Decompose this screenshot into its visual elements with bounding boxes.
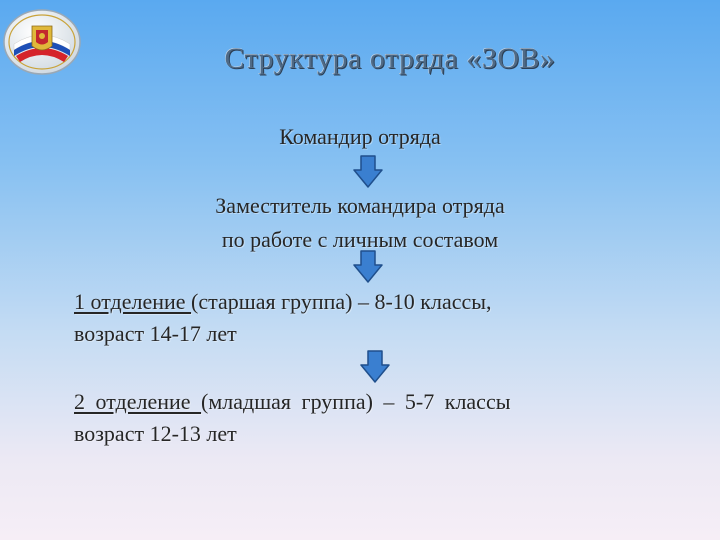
commander-label: Командир отряда <box>279 124 441 149</box>
regional-emblem-icon <box>3 9 81 75</box>
unit1-line2: возраст 14-17 лет <box>74 321 237 346</box>
deputy-label-line1: Заместитель командира отряда <box>215 193 505 218</box>
unit2-line2: возраст 12-13 лет <box>74 421 237 446</box>
arrow-down-icon <box>353 155 383 188</box>
arrow-down-icon <box>360 350 390 383</box>
unit1-line1: 1 отделение (старшая группа) – 8-10 клас… <box>74 288 492 316</box>
page-title: Структура отряда «ЗОВ» <box>224 42 556 75</box>
arrow-down-icon <box>353 250 383 283</box>
unit2-description: (младшая группа) – 5-7 классы <box>201 389 511 414</box>
unit2-label: 2 отделение <box>74 389 202 414</box>
unit1-label: 1 отделение <box>74 289 192 314</box>
unit2-line1: 2 отделение (младшая группа) – 5-7 класс… <box>74 388 511 416</box>
deputy-label-line2: по работе с личным составом <box>221 227 499 252</box>
unit1-description: (старшая группа) – 8-10 классы, <box>191 289 492 314</box>
